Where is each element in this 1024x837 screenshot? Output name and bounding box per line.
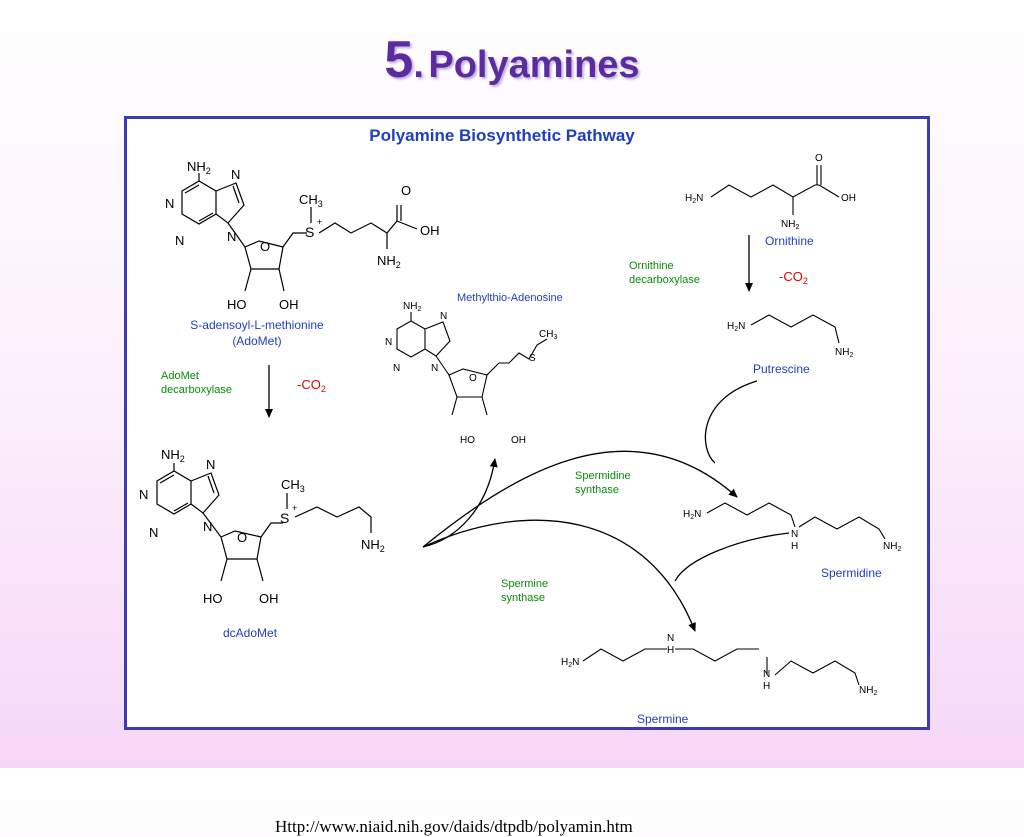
- spermidine-feed-curve: [674, 532, 790, 582]
- ornithine-atoms: H2N O OH NH2: [685, 153, 856, 231]
- dcadomet-structure: [156, 463, 372, 582]
- ornithine-structure: [710, 165, 840, 215]
- adomet-abbr: (AdoMet): [232, 334, 281, 348]
- svg-text:HO: HO: [460, 435, 475, 446]
- svg-text:O: O: [401, 183, 411, 198]
- svg-text:NH2: NH2: [187, 159, 211, 176]
- adomet-name: S-adensoyl-L-methionine: [190, 318, 324, 332]
- adomet-atoms: NH2 N N N N O HO OH CH3 S + O OH NH2: [165, 159, 440, 312]
- putrescine-structure: [750, 314, 840, 344]
- svg-text:CH3: CH3: [299, 192, 323, 209]
- svg-text:H2N: H2N: [727, 321, 745, 333]
- svg-text:HO: HO: [203, 591, 223, 606]
- arrow-to-mta: [422, 458, 498, 548]
- slide-title: 5. Polyamines: [0, 30, 1024, 90]
- svg-text:N: N: [165, 196, 174, 211]
- svg-text:N: N: [175, 233, 184, 248]
- svg-text:O: O: [469, 373, 477, 384]
- dcadomet-name: dcAdoMet: [223, 626, 278, 640]
- dcadomet-atoms: NH2 N N N N O HO OH CH3 S + NH2: [139, 447, 385, 606]
- adomet-structure: [181, 173, 418, 292]
- svg-text:OH: OH: [279, 297, 299, 312]
- svg-text:H: H: [667, 645, 674, 656]
- svg-text:S: S: [305, 224, 314, 240]
- slide-number: 5: [384, 31, 414, 89]
- svg-text:N: N: [440, 311, 447, 322]
- svg-text:N: N: [231, 167, 240, 182]
- svg-text:N: N: [393, 363, 400, 374]
- svg-text:N: N: [206, 457, 215, 472]
- svg-text:NH2: NH2: [377, 253, 401, 270]
- spermine-atoms: H2N H N N H NH2: [561, 633, 877, 697]
- svg-text:N: N: [139, 487, 148, 502]
- svg-text:NH2: NH2: [835, 347, 853, 359]
- mta-atoms: NH2 N N N N O S CH3 HO OH: [385, 301, 557, 446]
- svg-text:H2N: H2N: [685, 193, 703, 205]
- svg-text:N: N: [149, 525, 158, 540]
- svg-text:OH: OH: [420, 223, 440, 238]
- spermidine-synthase-line1: Spermidine: [575, 470, 631, 482]
- spermidine-atoms: H2N N H NH2: [683, 509, 901, 553]
- svg-text:N: N: [791, 529, 798, 540]
- spermidine-structure: [706, 502, 886, 540]
- svg-text:H: H: [791, 541, 798, 552]
- diagram-title: Polyamine Biosynthetic Pathway: [369, 126, 635, 145]
- mta-structure: [396, 312, 548, 416]
- svg-text:H: H: [763, 681, 770, 692]
- svg-text:N: N: [227, 229, 236, 244]
- svg-text:N: N: [203, 519, 212, 534]
- slide-title-text: Polyamines: [428, 44, 640, 86]
- spermine-synthase-line1: Spermine: [501, 578, 548, 590]
- svg-text:H2N: H2N: [561, 657, 579, 669]
- arrow-to-spermine: [422, 519, 696, 632]
- svg-text:NH2: NH2: [859, 685, 877, 697]
- ornithine-decarboxylase-line2: decarboxylase: [629, 274, 700, 286]
- svg-text:S: S: [529, 353, 536, 364]
- svg-text:OH: OH: [259, 591, 279, 606]
- ornithine-name: Ornithine: [765, 234, 814, 248]
- spermine-structure: [582, 648, 860, 686]
- arrow-to-spermidine: [422, 450, 738, 548]
- svg-text:N: N: [667, 633, 674, 644]
- svg-text:OH: OH: [841, 193, 856, 204]
- svg-text:N: N: [385, 337, 392, 348]
- pathway-diagram: Polyamine Biosynthetic Pathway NH2 N N N…: [139, 126, 901, 726]
- svg-text:OH: OH: [511, 435, 526, 446]
- spermidine-name: Spermidine: [821, 566, 882, 580]
- svg-text:CH3: CH3: [539, 329, 557, 341]
- svg-text:HO: HO: [227, 297, 247, 312]
- spermine-synthase-line2: synthase: [501, 592, 545, 604]
- putrescine-feed-curve: [704, 380, 758, 464]
- svg-text:NH2: NH2: [361, 537, 385, 554]
- svg-text:N: N: [763, 669, 770, 680]
- pathway-figure: Polyamine Biosynthetic Pathway NH2 N N N…: [124, 116, 930, 837]
- svg-text:S: S: [280, 510, 289, 526]
- svg-text:+: +: [292, 503, 297, 513]
- spermidine-synthase-line2: synthase: [575, 484, 619, 496]
- svg-text:NH2: NH2: [883, 541, 901, 553]
- svg-text:N: N: [431, 363, 438, 374]
- spermine-name: Spermine: [637, 712, 689, 726]
- ornithine-decarboxylase-line1: Ornithine: [629, 260, 674, 272]
- svg-text:NH2: NH2: [403, 301, 421, 313]
- co2-left: -CO2: [297, 377, 326, 394]
- adomet-decarboxylase-line1: AdoMet: [161, 370, 199, 382]
- svg-text:O: O: [237, 530, 247, 545]
- putrescine-atoms: H2N NH2: [727, 321, 853, 359]
- slide-number-dot: .: [413, 44, 424, 86]
- svg-text:NH2: NH2: [781, 219, 799, 231]
- mta-name: Methylthio-Adenosine: [457, 292, 563, 304]
- adomet-decarboxylase-line2: decarboxylase: [161, 384, 232, 396]
- svg-text:O: O: [815, 153, 823, 164]
- svg-text:O: O: [260, 239, 270, 254]
- co2-right: -CO2: [779, 269, 808, 286]
- putrescine-name: Putrescine: [753, 362, 810, 376]
- svg-text:CH3: CH3: [281, 477, 305, 494]
- svg-text:H2N: H2N: [683, 509, 701, 521]
- source-url: Http://www.niaid.nih.gov/daids/dtpdb/pol…: [275, 817, 633, 837]
- svg-text:NH2: NH2: [161, 447, 185, 464]
- svg-text:+: +: [317, 217, 322, 227]
